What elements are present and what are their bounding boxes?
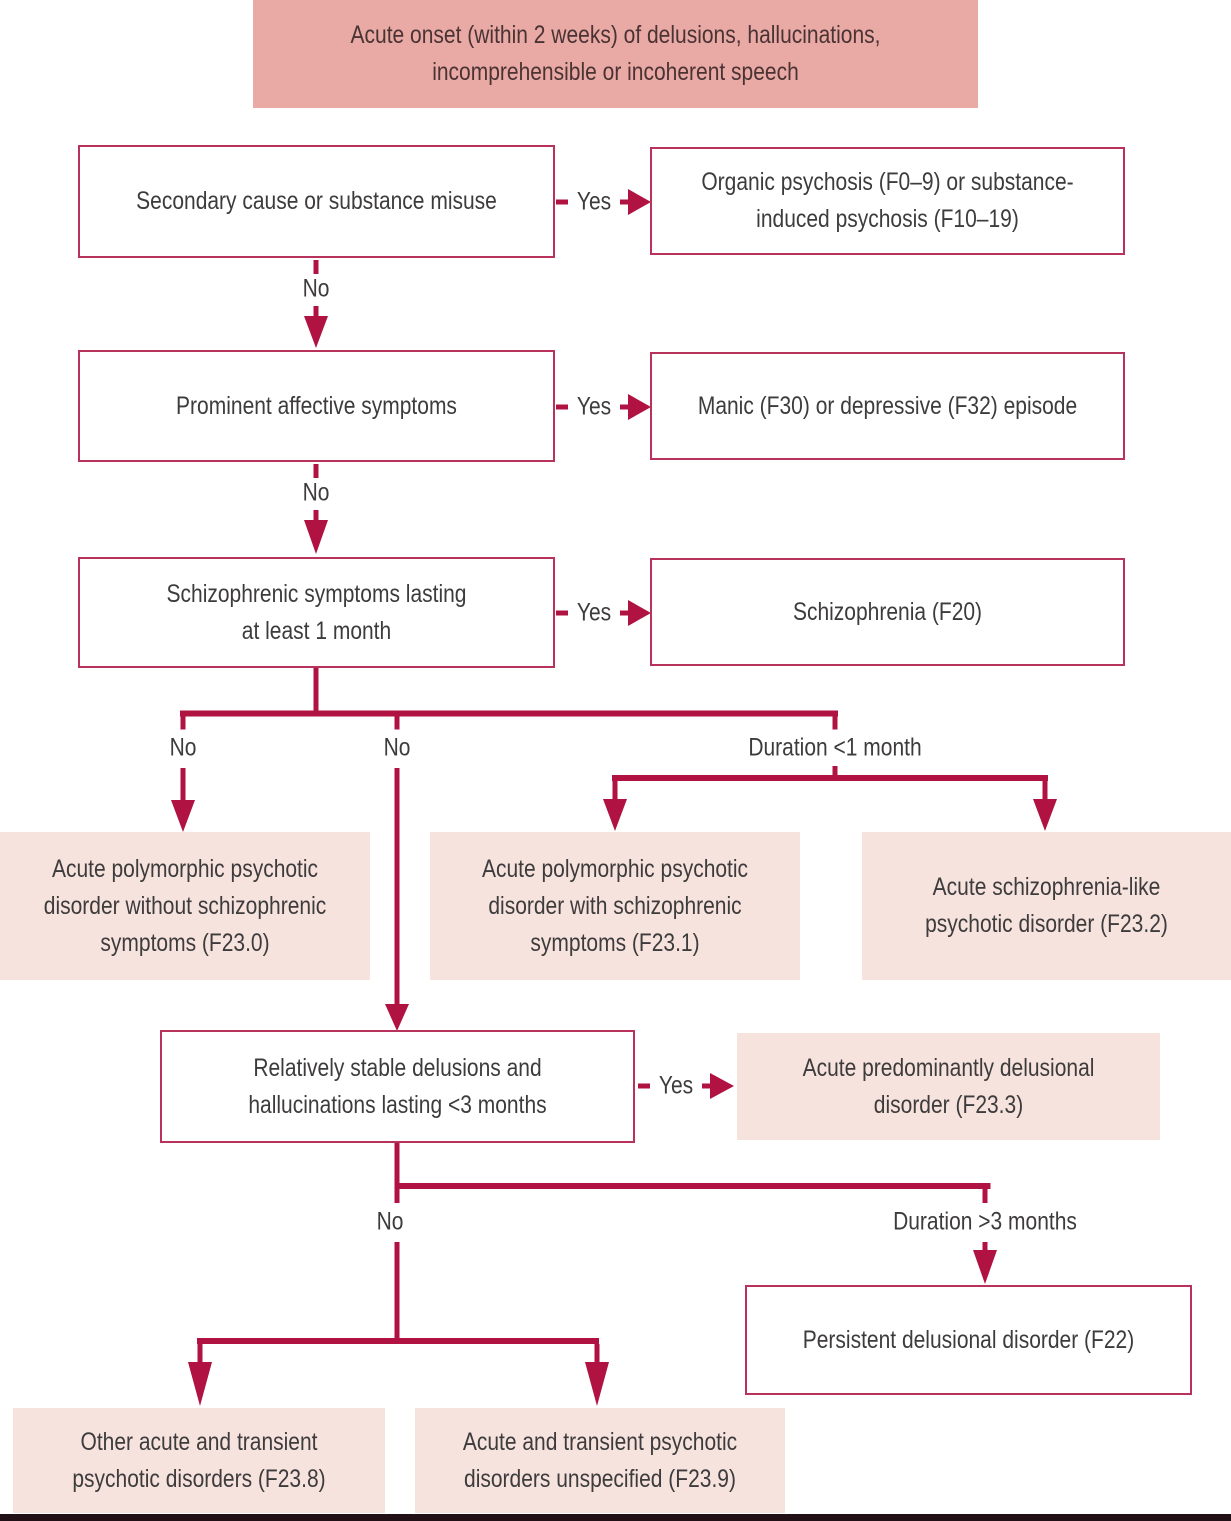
node-f23-0: Acute polymorphic psychotic disorder wit… [0, 832, 370, 980]
label-no-2: No [302, 478, 330, 507]
arrow-down-icon [1033, 799, 1057, 831]
arrow-down-icon [304, 520, 328, 554]
node-text-line: Acute and transient psychotic [462, 1427, 738, 1456]
node-text-line: disorder (F23.3) [873, 1090, 1024, 1119]
connector-no-1 [304, 260, 328, 348]
node-text-line: disorders unspecified (F23.9) [464, 1464, 736, 1493]
node-secondary-cause: Secondary cause or substance misuse [78, 145, 555, 258]
node-text-line: psychotic disorders (F23.8) [72, 1464, 326, 1493]
node-text-line: psychotic disorder (F23.2) [925, 910, 1168, 938]
node-text-line: hallucinations lasting <3 months [248, 1090, 547, 1119]
node-text-line: Prominent affective symptoms [176, 391, 457, 420]
node-text-line: Acute polymorphic psychotic [481, 854, 749, 883]
node-manic-depressive: Manic (F30) or depressive (F32) episode [650, 352, 1125, 460]
connector-yes-4 [638, 1073, 734, 1099]
node-text-line: at least 1 month [241, 616, 392, 645]
node-f22: Persistent delusional disorder (F22) [745, 1285, 1192, 1395]
node-text-line: Other acute and transient [80, 1427, 318, 1456]
label-no-3: No [169, 733, 197, 762]
node-text-line: Secondary cause or substance misuse [136, 187, 497, 215]
label-no-4: No [383, 733, 411, 762]
arrow-right-icon [628, 189, 651, 215]
node-stable-delusions: Relatively stable delusions and hallucin… [160, 1030, 635, 1143]
node-acute-onset: Acute onset (within 2 weeks) of delusion… [253, 0, 978, 108]
label-yes-4: Yes [658, 1071, 694, 1100]
node-text-line: induced psychosis (F10–19) [756, 205, 1019, 233]
node-text-line: symptoms (F23.0) [100, 928, 270, 957]
label-duration-gt-3-months: Duration >3 months [893, 1207, 1077, 1236]
arrow-down-icon [385, 1004, 409, 1031]
arrow-down-icon [973, 1250, 997, 1284]
label-yes-2: Yes [576, 392, 612, 421]
page-edge-bar [0, 1514, 1231, 1521]
node-text-line: disorder without schizophrenic [43, 891, 327, 920]
arrow-right-icon [628, 394, 651, 420]
connector-no-2 [304, 464, 328, 554]
arrow-down-icon [188, 1362, 212, 1406]
label-no-5: No [376, 1207, 404, 1236]
connector-yes-1 [556, 189, 651, 215]
node-text-line: Persistent delusional disorder (F22) [802, 1325, 1135, 1354]
node-schizophrenic-symptoms: Schizophrenic symptoms lasting at least … [78, 557, 555, 668]
arrow-down-icon [304, 316, 328, 348]
label-yes-3: Yes [576, 598, 612, 627]
arrow-down-icon [171, 800, 195, 832]
arrow-down-icon [585, 1362, 609, 1406]
arrow-right-icon [628, 600, 651, 626]
node-text-line: Schizophrenia (F20) [792, 597, 983, 626]
node-f23-8: Other acute and transient psychotic diso… [13, 1408, 385, 1513]
node-f23-9: Acute and transient psychotic disorders … [415, 1408, 785, 1513]
node-organic-psychosis: Organic psychosis (F0–9) or substance- i… [650, 147, 1125, 255]
label-no-1: No [302, 274, 330, 303]
node-text-line: Relatively stable delusions and [253, 1053, 542, 1082]
node-affective-symptoms: Prominent affective symptoms [78, 350, 555, 462]
node-text-line: Manic (F30) or depressive (F32) episode [697, 391, 1078, 420]
label-yes-1: Yes [576, 187, 612, 216]
arrow-right-icon [710, 1073, 734, 1099]
node-text-line: Acute schizophrenia-like [932, 873, 1161, 901]
connector-yes-3 [556, 600, 651, 626]
connector-yes-2 [556, 394, 651, 420]
node-text-line: Schizophrenic symptoms lasting [166, 579, 467, 608]
node-f23-2: Acute schizophrenia-like psychotic disor… [862, 832, 1231, 980]
connector-branch-1 [171, 668, 1057, 1031]
label-duration-lt-1-month: Duration <1 month [748, 733, 922, 762]
node-f23-3: Acute predominantly delusional disorder … [737, 1033, 1160, 1140]
node-schizophrenia: Schizophrenia (F20) [650, 558, 1125, 666]
node-text-line: Organic psychosis (F0–9) or substance- [701, 168, 1074, 196]
node-text-line: Acute predominantly delusional [802, 1053, 1095, 1082]
node-text-line: disorder with schizophrenic [488, 891, 742, 920]
arrow-down-icon [603, 799, 627, 831]
connector-branch-2 [188, 1143, 997, 1406]
node-text-line: Acute polymorphic psychotic [51, 854, 319, 883]
node-text-line: symptoms (F23.1) [530, 928, 700, 957]
node-f23-1: Acute polymorphic psychotic disorder wit… [430, 832, 800, 980]
node-text-line: incomprehensible or incoherent speech [432, 58, 799, 86]
node-text-line: Acute onset (within 2 weeks) of delusion… [350, 21, 881, 49]
